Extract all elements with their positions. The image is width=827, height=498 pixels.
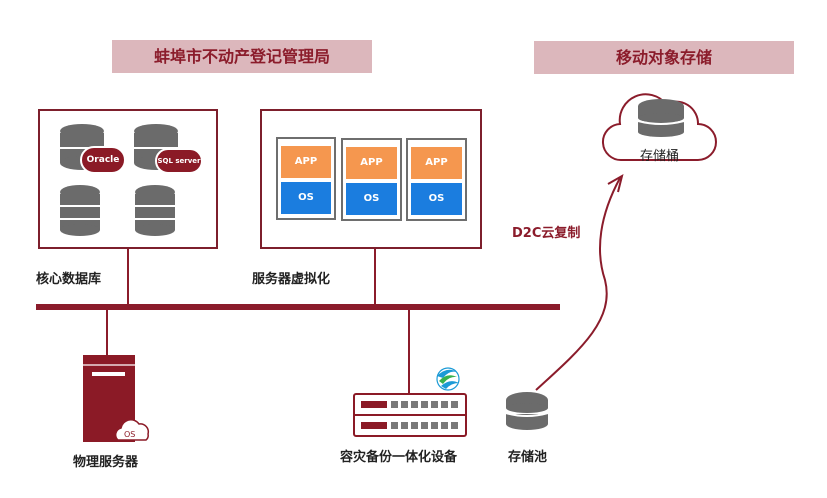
vm-app-block: APP bbox=[346, 147, 397, 179]
core-db-icons bbox=[60, 124, 178, 236]
physical-server-icon bbox=[83, 355, 150, 442]
bucket-cloud-icon bbox=[601, 93, 717, 162]
physical-server-label: 物理服务器 bbox=[73, 455, 139, 470]
connector-core-db bbox=[127, 249, 129, 304]
vm-app-block: APP bbox=[281, 146, 331, 178]
vm-card: APP OS bbox=[276, 137, 336, 220]
core-db-label: 核心数据库 bbox=[36, 272, 102, 287]
replication-arrow-icon bbox=[535, 173, 624, 391]
vm-card: APP OS bbox=[341, 138, 402, 221]
storage-pool-label: 存储池 bbox=[508, 450, 548, 465]
vm-os-block: OS bbox=[281, 182, 331, 214]
bucket-label: 存储桶 bbox=[640, 149, 680, 164]
storage-pool-icon bbox=[505, 392, 549, 430]
header-right-banner: 移动对象存储 bbox=[534, 41, 794, 74]
oracle-badge: Oracle bbox=[80, 146, 126, 174]
connector-physical-server bbox=[106, 310, 108, 355]
physical-server-os-text: OS bbox=[124, 430, 136, 439]
vm-app-block: APP bbox=[411, 147, 462, 179]
backup-appliance-icon bbox=[353, 393, 467, 437]
database-icon bbox=[60, 185, 100, 236]
database-icon bbox=[135, 185, 175, 236]
sqlserver-badge: SQL server bbox=[155, 148, 203, 174]
network-bus bbox=[36, 304, 560, 310]
connector-backup bbox=[408, 310, 410, 395]
virtualization-label: 服务器虚拟化 bbox=[252, 272, 331, 287]
vm-os-block: OS bbox=[346, 183, 397, 215]
vm-card: APP OS bbox=[406, 138, 467, 221]
header-left-banner: 蚌埠市不动产登记管理局 bbox=[112, 40, 372, 73]
backup-appliance-label: 容灾备份一体化设备 bbox=[340, 450, 458, 465]
vm-os-block: OS bbox=[411, 183, 462, 215]
connector-virtualization bbox=[374, 249, 376, 304]
china-mobile-logo-icon bbox=[436, 367, 460, 391]
replication-label: D2C云复制 bbox=[512, 226, 581, 241]
